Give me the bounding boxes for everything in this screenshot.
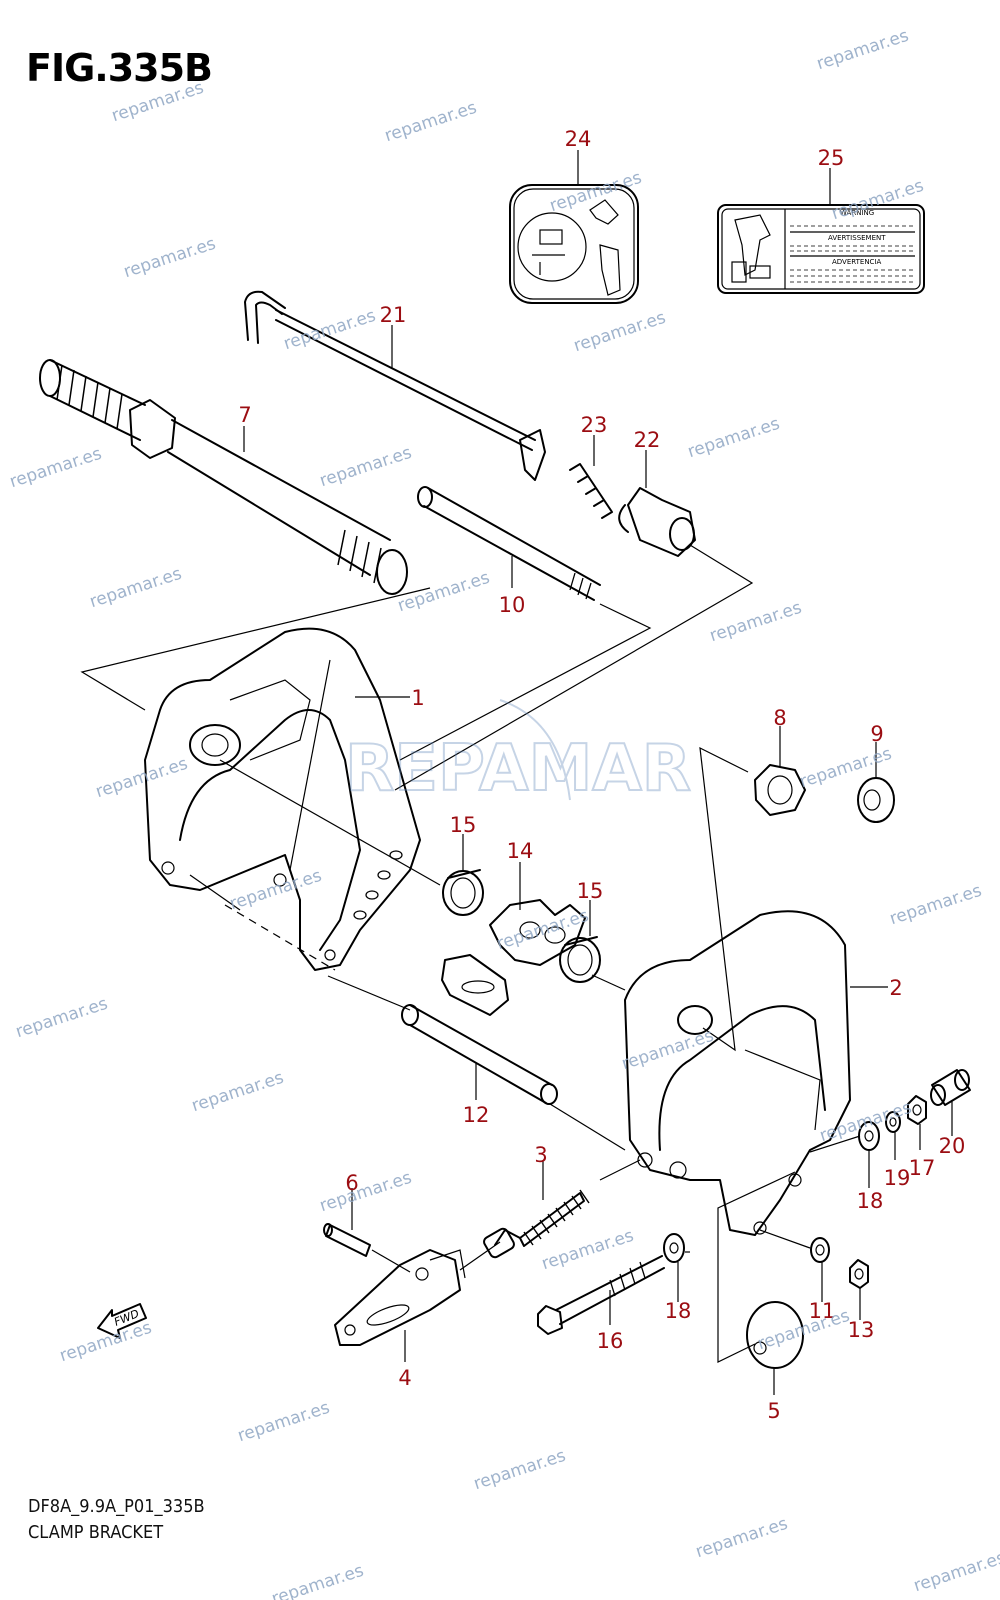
part-14-plate[interactable] [441,899,586,1016]
callout-16[interactable]: 16 [597,1329,624,1353]
callout-17[interactable]: 17 [909,1156,936,1180]
part-7-tilt-tube[interactable] [39,359,408,595]
part-5-disk[interactable] [746,1301,804,1369]
label-advertencia: ADVERTENCIA [832,258,882,266]
callout-1[interactable]: 1 [411,686,424,710]
callout-4[interactable]: 4 [398,1366,411,1390]
part-23-spring[interactable] [569,463,613,519]
figure-title: FIG.335B [26,46,213,90]
fwd-arrow-icon: FWD [97,1303,147,1339]
callout-15a[interactable]: 15 [450,813,477,837]
figure-caption: CLAMP BRACKET [28,1522,164,1543]
part-22-collar[interactable] [618,487,696,557]
callout-leaders [243,150,953,1395]
part-8-nut[interactable] [754,764,806,816]
part-18-washer-lower[interactable] [663,1233,685,1263]
callout-14[interactable]: 14 [507,839,534,863]
part-11-washer[interactable] [810,1237,830,1263]
figure-code: DF8A_9.9A_P01_335B [28,1496,205,1517]
part-6-pin[interactable] [323,1223,371,1257]
callout-2[interactable]: 2 [889,976,902,1000]
part-2-clamp-bracket-right[interactable] [624,910,851,1236]
part-10-bolt[interactable] [417,486,601,601]
repamar-logo-watermark: REPAMAR [344,699,692,807]
callout-13[interactable]: 13 [848,1318,875,1342]
callout-6[interactable]: 6 [345,1171,358,1195]
callout-23[interactable]: 23 [581,413,608,437]
callout-22[interactable]: 22 [634,428,661,452]
callout-5[interactable]: 5 [767,1399,780,1423]
callout-25[interactable]: 25 [818,146,845,170]
label-avertissement: AVERTISSEMENT [828,234,886,242]
part-21-tilt-lock-rod[interactable] [244,290,546,481]
part-20-collar[interactable] [930,1069,971,1106]
part-17-nut[interactable] [907,1095,927,1125]
callout-21[interactable]: 21 [380,303,407,327]
callout-12[interactable]: 12 [463,1103,490,1127]
callout-18a[interactable]: 18 [665,1299,692,1323]
part-16-bolt[interactable] [537,1255,665,1335]
part-9-washer[interactable] [857,777,895,823]
part-15-bushing-upper[interactable] [442,869,484,916]
callout-19[interactable]: 19 [884,1166,911,1190]
part-24-decal[interactable] [509,184,639,304]
callout-18b[interactable]: 18 [857,1189,884,1213]
part-3-spring[interactable] [482,1189,590,1259]
part-4-lever[interactable] [334,1249,461,1346]
callout-7[interactable]: 7 [238,403,251,427]
part-15-bushing-lower[interactable] [559,936,601,983]
callout-20[interactable]: 20 [939,1134,966,1158]
part-19-lock-washer[interactable] [885,1111,901,1133]
assembly-guide-lines [80,544,861,1363]
callout-numbers: 1234567891011121314151516171818192021222… [238,127,965,1423]
callout-3[interactable]: 3 [534,1143,547,1167]
part-13-nut[interactable] [849,1259,869,1289]
label-warning: WARNING [840,209,874,217]
part-1-clamp-bracket-left[interactable] [144,627,421,971]
callout-24[interactable]: 24 [565,127,592,151]
callout-10[interactable]: 10 [499,593,526,617]
callout-8[interactable]: 8 [773,706,786,730]
logo-text: REPAMAR [345,732,691,806]
callout-15b[interactable]: 15 [577,879,604,903]
callout-9[interactable]: 9 [870,722,883,746]
callout-11[interactable]: 11 [809,1299,836,1323]
part-12-pin[interactable] [401,1004,558,1105]
part-25-warning-label[interactable]: WARNING AVERTISSEMENT ADVERTENCIA [717,204,925,294]
